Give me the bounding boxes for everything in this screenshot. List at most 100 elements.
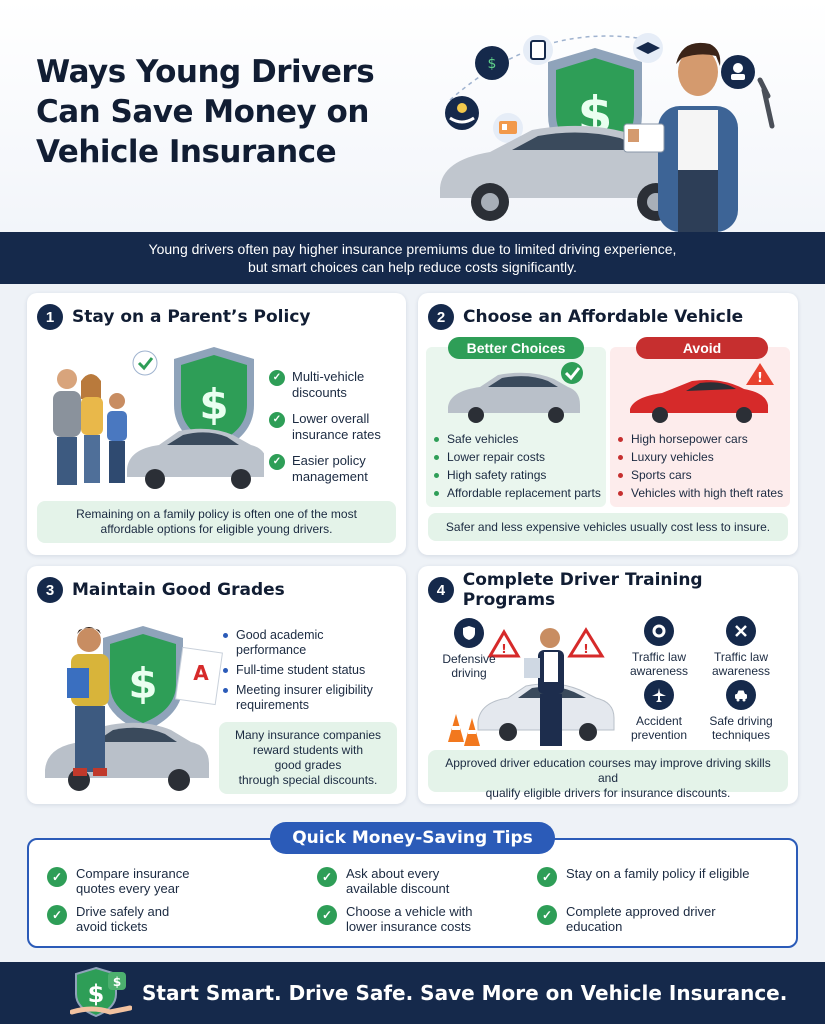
- check-icon: ✓: [537, 867, 557, 887]
- footer-banner: $ $ Start Smart. Drive Safe. Save More o…: [0, 962, 825, 1024]
- section-number: 1: [37, 304, 63, 330]
- student-illustration: $ A: [45, 626, 223, 791]
- svg-text:!: !: [757, 371, 763, 386]
- hero-illustration: $ $: [440, 33, 775, 232]
- avoid-list: High horsepower cars Luxury vehicles Spo…: [618, 432, 790, 504]
- section-affordable-vehicle: 2 Choose an Affordable Vehicle Better Ch…: [418, 293, 798, 555]
- list-item: Full-time student status: [223, 663, 403, 678]
- section-title: Maintain Good Grades: [72, 580, 285, 600]
- family-illustration: $: [53, 347, 264, 489]
- car-icon: [726, 680, 756, 710]
- section-title: Stay on a Parent’s Policy: [72, 307, 311, 327]
- father-figure: [53, 369, 81, 485]
- warning-icon: !: [746, 363, 774, 386]
- section-note: Safer and less expensive vehicles usuall…: [428, 513, 788, 541]
- traffic-cone-icon: [464, 718, 480, 746]
- tools-icon: [726, 616, 756, 646]
- section-number: 3: [37, 577, 63, 603]
- svg-text:!: !: [501, 642, 506, 656]
- shield-dollar-icon: $: [174, 347, 254, 453]
- title-line-3: Vehicle Insurance: [36, 134, 337, 170]
- check-badge-icon: [561, 362, 583, 384]
- car-illustration: [127, 428, 264, 489]
- shield-dollar-icon: $: [103, 626, 183, 732]
- tip-item: ✓Complete approved driver education: [537, 904, 767, 934]
- section-number: 2: [428, 304, 454, 330]
- teen-figure: [107, 393, 127, 483]
- check-icon: ✓: [317, 867, 337, 887]
- mother-figure: [81, 374, 103, 483]
- better-choices-label: Better Choices: [448, 337, 584, 359]
- car-illustration: [45, 722, 209, 791]
- avoid-label: Avoid: [636, 337, 768, 359]
- section-header: 2 Choose an Affordable Vehicle: [428, 303, 743, 331]
- shield-icon: [454, 618, 484, 648]
- svg-text:$: $: [113, 975, 121, 989]
- section-driver-training: 4 Complete Driver Training Programs ! ! …: [418, 566, 798, 804]
- car-illustration: [440, 125, 704, 221]
- young-man-illustration: [623, 42, 775, 232]
- hero-section: Ways Young Drivers Can Save Money on Veh…: [0, 0, 825, 232]
- svg-text:A: A: [193, 661, 209, 685]
- list-item: Safe vehicles: [434, 432, 604, 447]
- svg-text:!: !: [583, 642, 588, 656]
- banner-line-2: but smart choices can help reduce costs …: [248, 259, 577, 275]
- list-item: High safety ratings: [434, 468, 604, 483]
- plane-icon: [644, 680, 674, 710]
- student-icon: [721, 55, 755, 89]
- section-note: Approved driver education courses may im…: [428, 750, 788, 800]
- section-title: Complete Driver Training Programs: [462, 570, 703, 610]
- check-icon: ✓: [317, 905, 337, 925]
- title-line-2: Can Save Money on: [36, 94, 369, 130]
- hand-coin-icon: [445, 96, 479, 130]
- tip-item: ✓Stay on a family policy if eligible: [537, 866, 767, 887]
- section-header: 3 Maintain Good Grades: [37, 576, 285, 604]
- safe-car-illustration: [448, 362, 583, 423]
- instructor-figure: [524, 628, 564, 746]
- list-item: Affordable replacement parts: [434, 486, 604, 501]
- section-note: Remaining on a family policy is often on…: [37, 501, 396, 543]
- section-title: Choose an Affordable Vehicle: [463, 307, 744, 327]
- check-icon: ✓: [269, 454, 285, 470]
- gear-icon: [644, 616, 674, 646]
- section-header: 4 Complete Driver Training Programs: [428, 570, 798, 610]
- page-title: Ways Young Drivers Can Save Money on Veh…: [36, 52, 396, 172]
- intro-banner: Young drivers often pay higher insurance…: [0, 232, 825, 284]
- instructor-illustration: ! !: [448, 627, 615, 746]
- section-number: 4: [428, 577, 454, 603]
- id-card-icon: [493, 113, 523, 143]
- warning-sign-icon: !: [567, 627, 605, 658]
- section-parent-policy: 1 Stay on a Parent’s Policy $ ✓Multi-veh…: [27, 293, 406, 555]
- warning-sign-icon: !: [487, 629, 521, 658]
- check-bubble-icon: [132, 350, 158, 376]
- report-card-icon: A: [175, 646, 223, 706]
- tips-title: Quick Money-Saving Tips: [270, 822, 555, 854]
- list-item: Luxury vehicles: [618, 450, 790, 465]
- svg-text:$: $: [488, 56, 497, 72]
- check-icon: ✓: [537, 905, 557, 925]
- list-item: High horsepower cars: [618, 432, 790, 447]
- check-icon: ✓: [269, 370, 285, 386]
- money-hand-icon: $: [475, 46, 509, 80]
- check-icon: ✓: [47, 905, 67, 925]
- svg-text:$: $: [128, 659, 157, 708]
- clipboard-icon: [523, 35, 553, 65]
- shield-money-hand-icon: $ $: [70, 966, 132, 1018]
- graduation-cap-icon: [633, 33, 663, 63]
- traffic-cone-icon: [448, 714, 464, 742]
